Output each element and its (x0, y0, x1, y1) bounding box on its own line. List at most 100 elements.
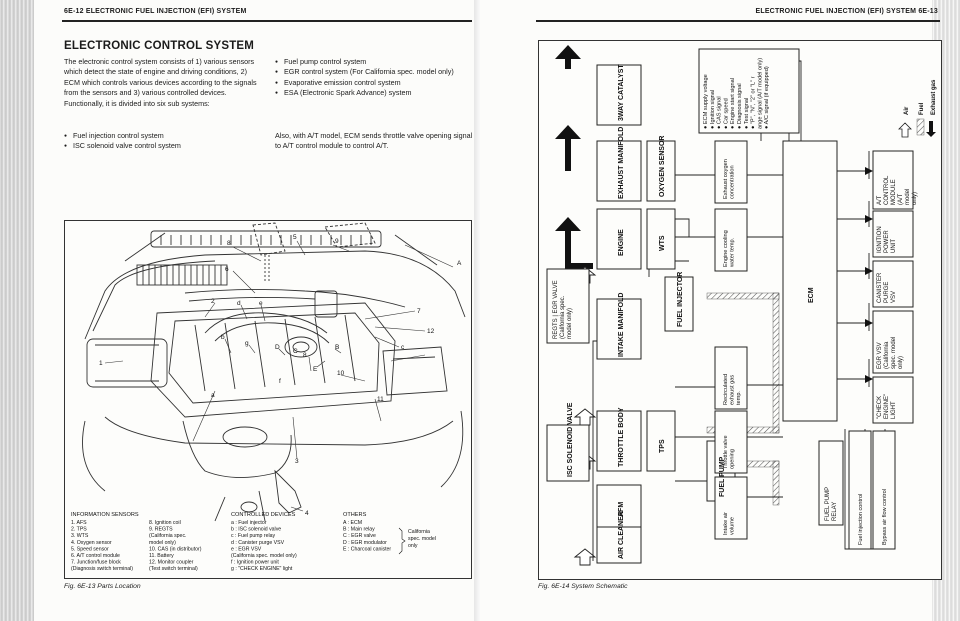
fuel-pump-relay-label: FUEL PUMPRELAY (825, 487, 838, 521)
callout-label: 3 (295, 458, 299, 465)
legend-device-item: (California spec. model only) (231, 553, 297, 559)
callout-label: 9 (335, 238, 339, 245)
callout-label: d (237, 300, 241, 307)
subsystem-item: ESA (Electronic Spark Advance) system (275, 88, 475, 99)
callout-label: A (457, 260, 462, 267)
scan-edge (0, 0, 34, 621)
injector-label: FUEL INJECTOR (677, 272, 684, 327)
regts-label: REGTS | EGR VALVE(California spec.model … (553, 280, 573, 339)
callout-label: 12 (427, 328, 435, 335)
brace (398, 527, 406, 555)
legend-info-title: INFORMATION SENSORS (71, 512, 139, 518)
ecm-input-item: ● Car speed (723, 98, 729, 129)
callout-label: 5 (293, 234, 297, 241)
flow-legend: Air Fuel Exhaust gas (898, 79, 937, 138)
legend-info-item: 2. TPS (71, 527, 87, 533)
coolant-signal-label: Engine coolingwater temp. (723, 230, 736, 268)
callout-label: 4 (305, 510, 309, 517)
legend-other-item: D : EGR modulator (343, 540, 387, 546)
bypass-air-control-box (872, 430, 896, 550)
california-note-2: spec. model (408, 536, 436, 542)
legend-device-item: b : ISC solenoid valve (231, 527, 281, 533)
subsystem-list-a: Fuel injection control systemISC solenoi… (64, 131, 264, 152)
callout-label: 6 (225, 266, 229, 273)
block-labels: 3WAY CATALYST EXHAUST MANIFOLD OXYGEN SE… (567, 64, 815, 559)
legend-info-item: 8. Ignition coil (149, 520, 181, 526)
legend-device-item: c : Fuel pump relay (231, 533, 276, 539)
ignition-unit-label: IGNITIONPOWERUNIT (877, 226, 897, 253)
ecm-input-item: ● ECM supply voltage (703, 74, 709, 129)
legend-exhaust: Exhaust gas (931, 79, 937, 115)
ecm-input-item: ● Test signal (744, 98, 750, 129)
ecm-label: ECM (808, 287, 815, 303)
legend-other-item: C : EGR valve (343, 533, 376, 539)
fuel-injection-control-box (848, 430, 872, 550)
subsystem-item: EGR control system (For California spec.… (275, 67, 475, 78)
at-module-label: A/TCONTROLMODULE(A/Tmodelonly) (877, 175, 918, 205)
left-page: 6E-12 ELECTRONIC FUEL INJECTION (EFI) SY… (0, 0, 480, 621)
throttle-signal-box (714, 410, 748, 474)
o2-signal-label: Exhaust oxygenconcentration (723, 159, 736, 199)
legend-device-item: f : Ignition power unit (231, 560, 279, 566)
callout-label: f (279, 378, 281, 385)
ecm-input-list: ● ECM supply voltage● Ignition signal ● C… (703, 58, 770, 129)
legend-info-item: 10. CAS (in distributor) (149, 546, 202, 552)
system-schematic-svg: 3WAY CATALYST EXHAUST MANIFOLD OXYGEN SE… (546, 45, 937, 566)
legend-info-item: (Test switch terminal) (149, 566, 198, 572)
right-page-header: ELECTRONIC FUEL INJECTION (EFI) SYSTEM 6… (755, 8, 938, 15)
legend-info-item: (California spec. (149, 533, 186, 539)
tps-box (646, 410, 676, 472)
legend-device-item: d : Canister purge VSV (231, 540, 285, 546)
wts-label: WTS (659, 235, 666, 251)
legend-info-item: 12. Monitor coupler (149, 560, 194, 566)
exhaust-arrow-icon (555, 45, 581, 59)
schematic-blocks (546, 48, 914, 564)
exhaust-label: EXHAUST MANIFOLD (618, 127, 625, 199)
throttle-label: THROTTLE BODY (618, 407, 625, 467)
tps-label: TPS (659, 439, 666, 453)
ecm-input-item: ● Diagnosis signal (737, 83, 743, 129)
legend-info-item: 11. Battery (149, 553, 174, 559)
callout-label: e (259, 300, 263, 307)
canister-vsv-box (872, 260, 914, 308)
legend-fuel: Fuel (919, 102, 925, 115)
legend-info-item: 3. WTS (71, 533, 89, 539)
callout-label: B (335, 344, 339, 351)
callout-label: 7 (417, 308, 421, 315)
air-legend-icon (898, 122, 912, 138)
coolant-signal-box (714, 208, 748, 272)
regts-box (546, 268, 590, 344)
legend-other-item: B : Main relay (343, 527, 375, 533)
callout-label: E (313, 366, 318, 373)
legend-others-title: OTHERS (343, 512, 367, 518)
intro-paragraph: The electronic control system consists o… (64, 57, 257, 108)
callout-label: a (211, 392, 215, 399)
legend-info-item: 6. A/T control module (71, 553, 120, 559)
engine-box (596, 208, 642, 270)
header-rule (62, 20, 472, 22)
ecm-output-arrows (865, 167, 873, 383)
canister-vsv-label: CANISTERPURGEVSV (877, 272, 897, 303)
subsystem-item: Evaporative emission control system (275, 78, 475, 89)
oxygen-label: OXYGEN SENSOR (659, 136, 666, 197)
exhaust-flow-path (555, 45, 593, 269)
fuel-pump-label: FUEL PUMP (719, 456, 726, 497)
ecm-input-item: ● Ignition signal (710, 90, 716, 129)
at-note-paragraph: Also, with A/T model, ECM sends throttle… (275, 131, 473, 151)
oxygen-sensor-box (646, 140, 676, 202)
ecm-input-item: ● Engine start signal (730, 78, 736, 129)
fuel-legend-icon (916, 118, 925, 136)
afm-box (596, 484, 642, 528)
intake-manifold-box (596, 298, 642, 360)
isc-label: ISC SOLENOID VALVE (567, 402, 574, 477)
callout-label: b (221, 334, 225, 341)
check-light-box (872, 376, 914, 424)
afm-label: AFM (618, 502, 625, 517)
air-cleaner-box (596, 526, 642, 564)
figure-caption-right: Fig. 6E-14 System Schematic (538, 583, 628, 590)
callout-label: 1 (99, 360, 103, 367)
legend-info-item: model only) (149, 540, 176, 546)
subsystem-item: ISC solenoid valve control system (64, 141, 264, 152)
